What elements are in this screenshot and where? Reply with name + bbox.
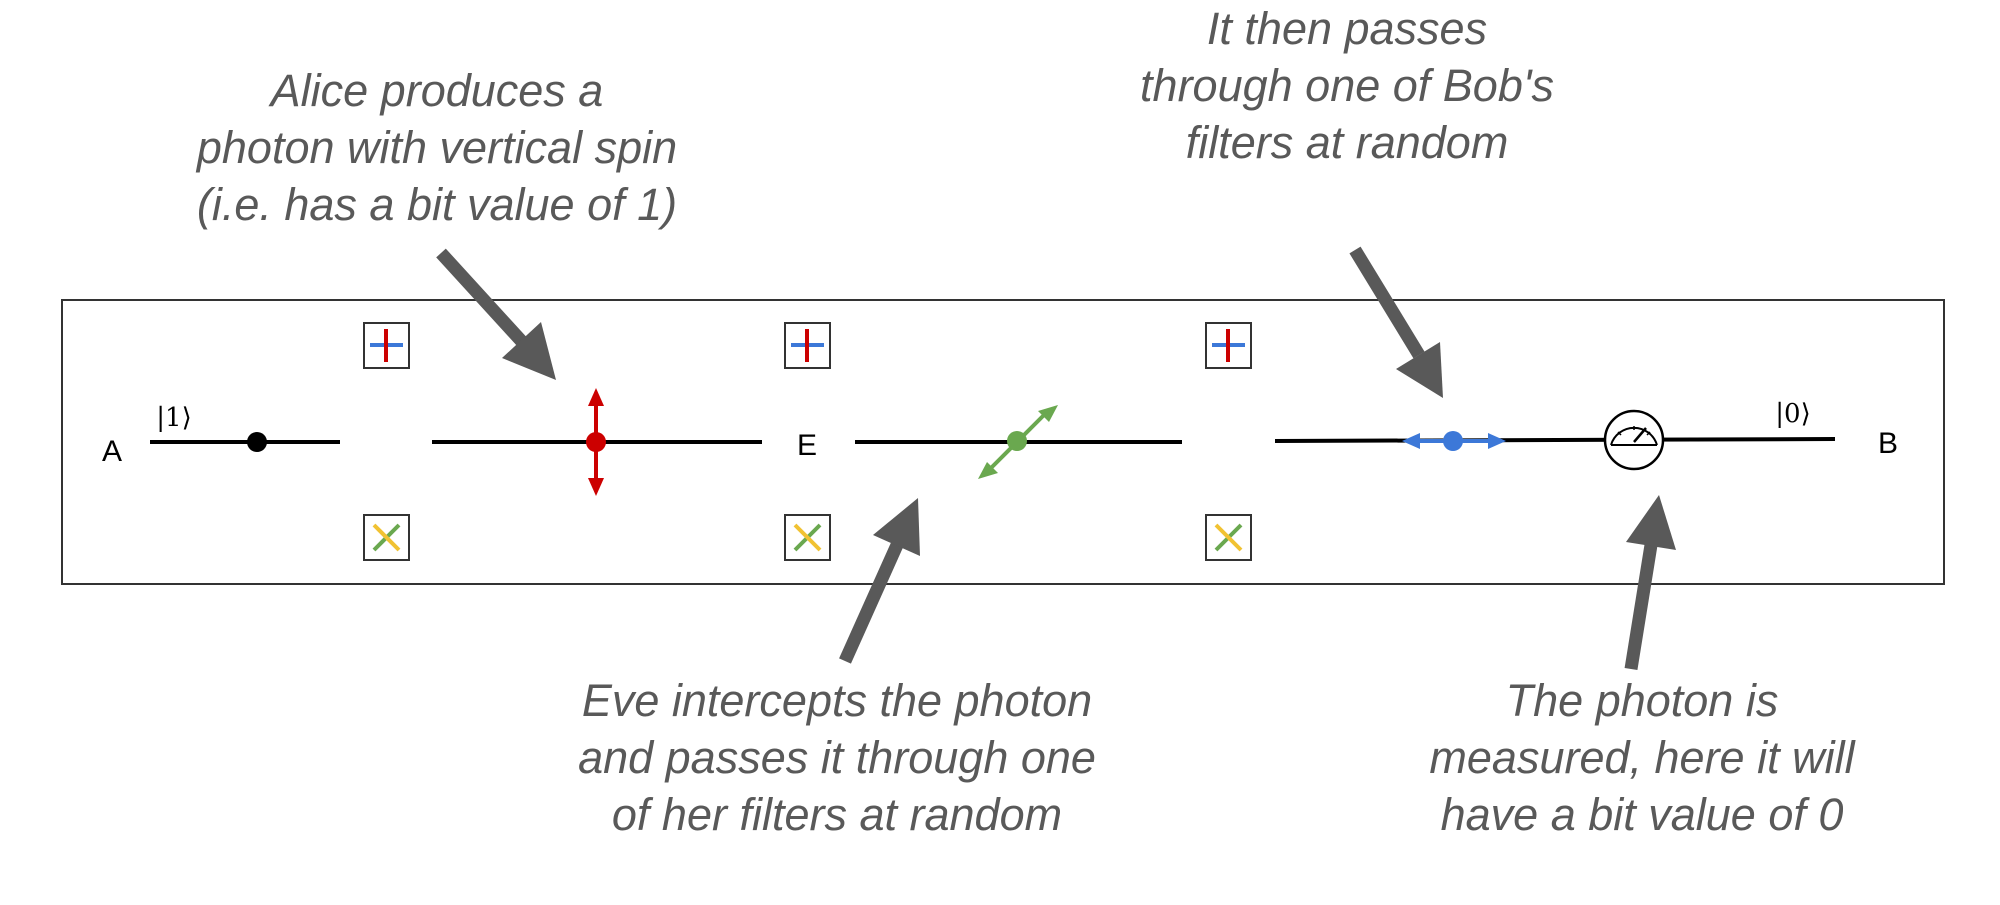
- caption-line: Alice produces a: [270, 65, 604, 116]
- filter-cross-icon: [1205, 514, 1252, 561]
- caption-line: filters at random: [1185, 117, 1509, 168]
- node-label-alice: A: [102, 435, 122, 468]
- filter-cross-icon: [784, 514, 831, 561]
- arrow-icon: [1624, 495, 1676, 671]
- filter-plus-icon: [784, 322, 831, 369]
- filter-cross-icon: [363, 514, 410, 561]
- node-label-eve: E: [797, 429, 817, 462]
- channel-frame: [61, 299, 1945, 585]
- meter-icon: [1603, 409, 1665, 471]
- caption-bob-filter: It then passes through one of Bob's filt…: [1047, 0, 1647, 171]
- caption-line: Eve intercepts the photon: [581, 675, 1093, 726]
- photon-diagonal-icon: [978, 405, 1058, 479]
- caption-line: through one of Bob's: [1140, 60, 1554, 111]
- arrow-icon: [1349, 246, 1443, 398]
- node-label-bob: B: [1878, 427, 1898, 460]
- caption-line: measured, here it will: [1429, 732, 1855, 783]
- caption-line: (i.e. has a bit value of 1): [196, 179, 678, 230]
- photon-vertical-icon: [586, 388, 606, 496]
- caption-line: The photon is: [1505, 675, 1779, 726]
- photon-horizontal-icon: [1402, 431, 1506, 451]
- caption-line: of her filters at random: [611, 789, 1063, 840]
- arrow-icon: [436, 248, 556, 380]
- caption-line: It then passes: [1206, 3, 1488, 54]
- photon-source-dot: [247, 432, 267, 452]
- caption-line: and passes it through one: [578, 732, 1096, 783]
- filter-plus-icon: [1205, 322, 1252, 369]
- caption-line: have a bit value of 0: [1440, 789, 1844, 840]
- filter-plus-icon: [363, 322, 410, 369]
- caption-line: photon with vertical spin: [196, 122, 678, 173]
- ket-bob: |0⟩: [1775, 399, 1810, 429]
- caption-alice-produces-photon: Alice produces a photon with vertical sp…: [137, 62, 737, 233]
- caption-photon-measured: The photon is measured, here it will hav…: [1342, 672, 1942, 843]
- ket-alice: |1⟩: [156, 403, 191, 433]
- caption-eve-intercepts: Eve intercepts the photon and passes it …: [537, 672, 1137, 843]
- arrow-icon: [839, 498, 920, 664]
- channel-segment: [1274, 437, 1836, 443]
